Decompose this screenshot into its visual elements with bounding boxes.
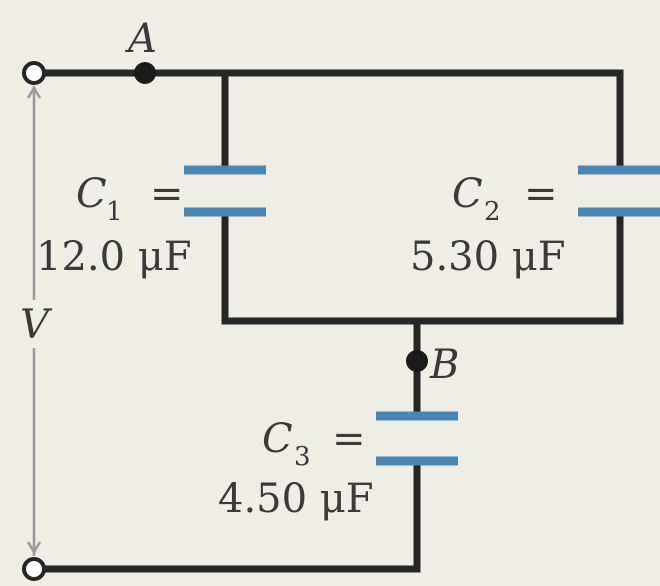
node-a-dot-icon [134,62,156,84]
voltage-arrow-up-icon [26,85,42,99]
c2-equals: = [524,171,558,217]
c2-subscript: 2 [484,197,501,227]
c1-equals: = [150,171,184,217]
c3-equals: = [332,416,366,462]
node-b-label: B [429,342,459,388]
c3-subscript: 3 [294,442,311,472]
c2-value: 5.30 μF [410,234,566,280]
c1-value: 12.0 μF [36,234,192,280]
c1-symbol: C [76,171,107,217]
voltage-indicator [26,85,42,556]
capacitor-c1-label: C 1 = 12.0 μF [36,171,192,280]
node-a-label: A [124,16,157,62]
c3-symbol: C [262,416,293,462]
node-b-dot-icon [406,350,428,372]
voltage-arrow-down-icon [26,541,42,555]
capacitor-c3-label: C 3 = 4.50 μF [218,416,374,522]
terminal-top-icon [22,61,46,85]
c2-symbol: C [452,171,483,217]
c1-subscript: 1 [106,197,123,227]
capacitor-c3-symbol [376,411,458,466]
capacitor-c1-symbol [184,165,266,217]
c3-value: 4.50 μF [218,476,374,522]
voltage-label-bg [20,302,48,346]
capacitor-c2-symbol [578,165,660,217]
voltage-label: V [20,302,53,348]
terminal-bottom-icon [22,557,46,581]
capacitor-c2-label: C 2 = 5.30 μF [410,171,566,280]
